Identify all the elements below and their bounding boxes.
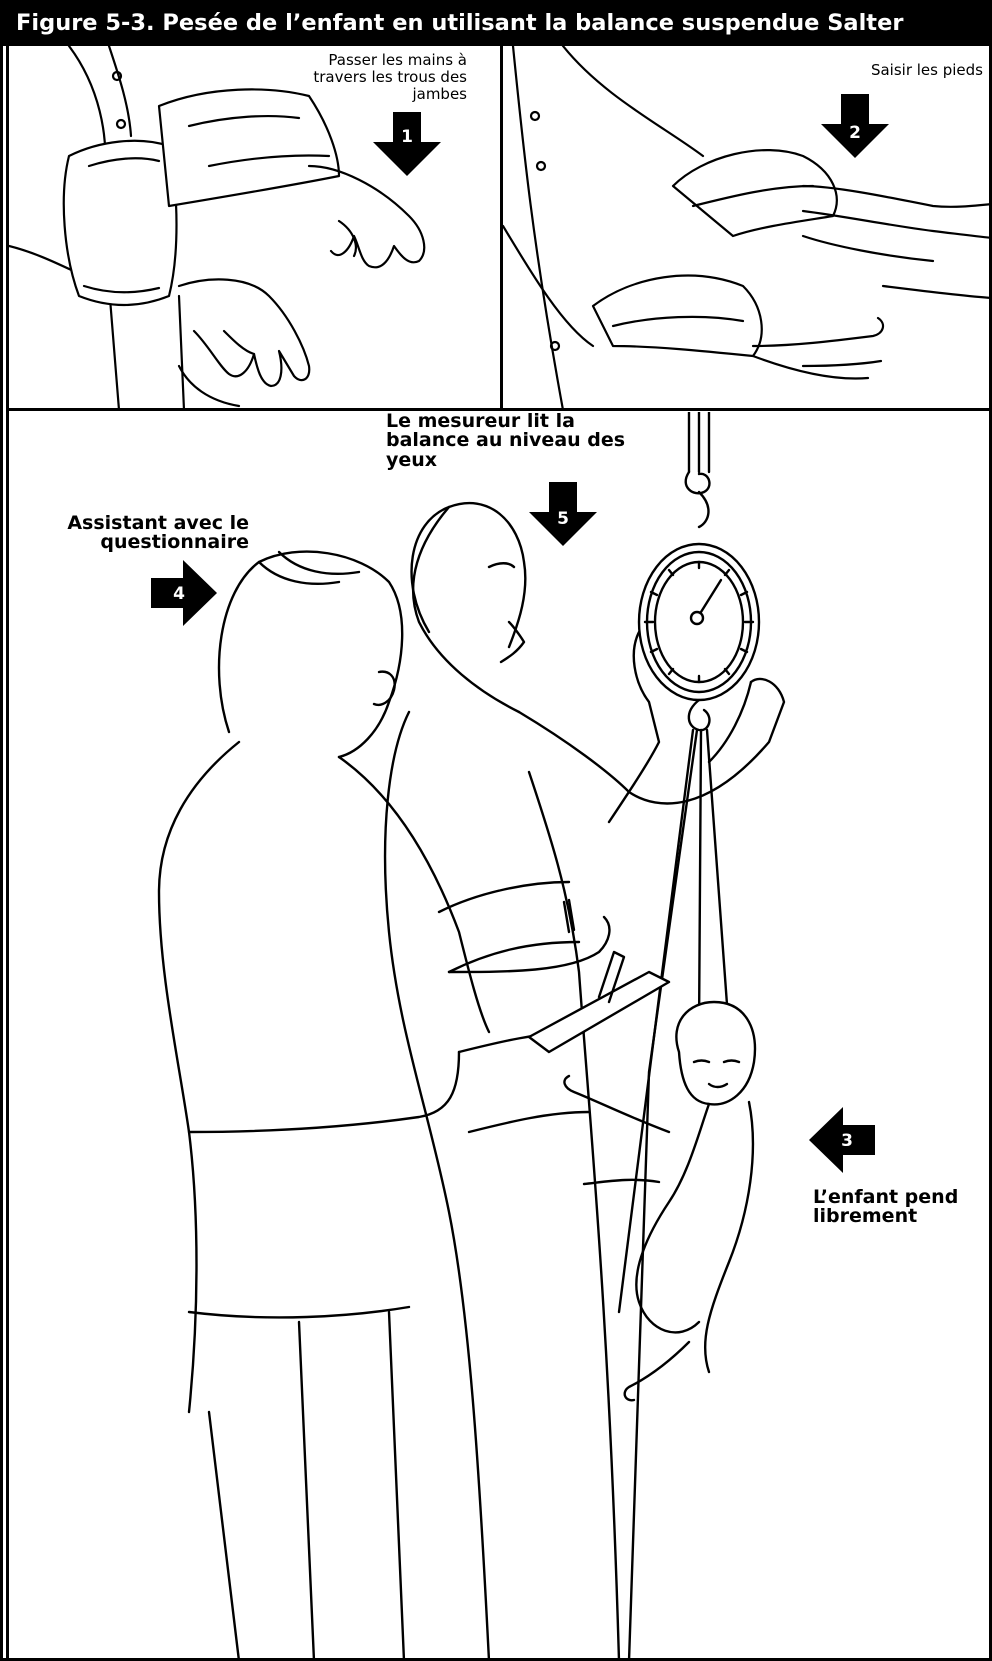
step-2-number: 2 xyxy=(849,123,861,143)
child-in-sling xyxy=(563,1000,757,1402)
figure-title: Figure 5-3. Pesée de l’enfant en utilisa… xyxy=(0,0,992,46)
step-5-label: Le mesureur lit la balance au niveau des… xyxy=(386,412,676,470)
step-4-label: Assistant avec le questionnaire xyxy=(39,512,249,554)
step-1-label: Passer les mains à travers les trous des… xyxy=(309,52,467,102)
scale-hook xyxy=(684,412,711,529)
panel-divider-vertical xyxy=(500,46,503,410)
step-5-label-line-1: Le mesureur lit la xyxy=(386,412,575,432)
step-5-number: 5 xyxy=(557,509,569,529)
step-3-label: L’enfant pend librement xyxy=(813,1186,983,1228)
salter-scale xyxy=(637,542,761,732)
step-3-label-line-2: librement xyxy=(813,1205,918,1228)
step-4-label-line-2: questionnaire xyxy=(100,531,249,554)
panel-1-hands-through-leg-holes: Passer les mains à travers les trous des… xyxy=(9,46,501,410)
boy-assistant xyxy=(157,550,671,1661)
arrow-down-icon: 2 xyxy=(821,94,889,158)
step-1-label-line-2: travers les trous des xyxy=(313,67,467,86)
step-4-label-line-1: Assistant avec le xyxy=(67,512,249,534)
arrow-down-icon: 5 xyxy=(529,482,597,546)
sling-cords xyxy=(617,728,731,1661)
step-2-label: Saisir les pieds xyxy=(870,61,983,79)
step-1-number: 1 xyxy=(401,127,413,147)
arrow-right-icon: 4 xyxy=(151,560,217,626)
woman-reader xyxy=(383,501,786,1661)
step-1-label-line-3: jambes xyxy=(412,84,467,103)
arrow-down-icon: 1 xyxy=(373,112,441,176)
panel-2-grab-feet: Saisir les pieds 2 xyxy=(503,46,992,410)
step-3-label-line-1: L’enfant pend xyxy=(813,1186,959,1208)
step-4-number: 4 xyxy=(173,584,185,604)
step-3-number: 3 xyxy=(841,1131,853,1151)
hands-illustration xyxy=(9,46,426,410)
arrow-left-icon: 3 xyxy=(809,1107,875,1173)
step-1-label-line-1: Passer les mains à xyxy=(328,51,467,69)
weighing-scene-illustration xyxy=(157,412,786,1661)
panel-divider-horizontal xyxy=(6,408,992,411)
step-5-label-line-3: yeux xyxy=(386,448,438,471)
panel-3-weighing-scene: Le mesureur lit la balance au niveau des… xyxy=(9,412,992,1661)
step-5-label-line-2: balance au niveau des xyxy=(386,429,626,452)
feet-grab-illustration xyxy=(503,46,992,410)
panel-divider-left xyxy=(6,46,9,1661)
